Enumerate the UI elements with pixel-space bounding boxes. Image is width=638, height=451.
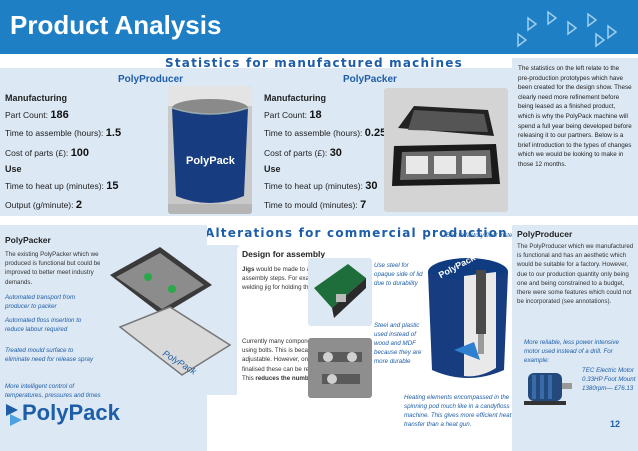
design-jigs-text: Jigs would be made to aid all welding an… bbox=[242, 266, 361, 292]
pk-use-heading: Use bbox=[264, 164, 281, 174]
bolts-photo bbox=[308, 338, 372, 398]
polyproducer-cutaway-photo: PolyPack bbox=[428, 252, 508, 378]
note-floss-insertion: Automated floss insertion to reduce labo… bbox=[5, 317, 82, 333]
pk-part-count: Part Count: 18 bbox=[264, 109, 322, 121]
motor-spec: TEC Electric Motor 0.33HP Foot Mount 138… bbox=[582, 367, 636, 392]
polyproducer-stats-title: PolyProducer bbox=[118, 74, 184, 85]
pk-assemble-time: Time to assemble (hours): 0.25 bbox=[264, 127, 387, 139]
pk-heat-time: Time to heat up (minutes): 30 bbox=[264, 180, 378, 192]
pk-cost: Cost of parts (£): 30 bbox=[264, 147, 342, 159]
polyproducer-alterations-panel: PolyProducer The PolyProducer which we m… bbox=[512, 225, 638, 451]
note-steel-plastic: Steel and plastic used instead of wood a… bbox=[374, 322, 422, 365]
note-automated-transport: Automated transport from producer to pac… bbox=[5, 294, 76, 310]
polyproducer-photo: PolyPack bbox=[168, 86, 252, 214]
design-title: Design for assembly bbox=[242, 249, 326, 259]
polypacker-alterations-panel: PolyPacker The existing PolyPacker which… bbox=[0, 225, 240, 451]
page-title: Product Analysis bbox=[10, 10, 222, 40]
pk-mould-time: Time to mould (minutes): 7 bbox=[264, 199, 367, 211]
page-number: 12 bbox=[609, 419, 620, 429]
svg-text:PolyPack: PolyPack bbox=[186, 155, 236, 167]
header-bar: Product Analysis bbox=[0, 0, 638, 54]
stats-panel: PolyProducer Manufacturing Part Count: 1… bbox=[0, 68, 512, 216]
polypacker-photo bbox=[384, 88, 508, 212]
polypacker-open-photo: PolyPack bbox=[100, 245, 240, 395]
pp-cost: Cost of parts (£): 100 bbox=[5, 147, 90, 159]
pp-heat-time: Time to heat up (minutes): 15 bbox=[5, 180, 119, 192]
note-bolt-floor: Bolt to factory floor instead of using b… bbox=[446, 232, 561, 239]
pk-manufacturing-heading: Manufacturing bbox=[264, 93, 326, 103]
stats-explanation-text: The statistics on the left relate to the… bbox=[518, 65, 632, 168]
note-steel-lid: Use steel for opaque side of lid due to … bbox=[374, 262, 423, 287]
note-heating-elements: Heating elements encompassed in the spin… bbox=[404, 394, 512, 428]
pp-use-heading: Use bbox=[5, 164, 22, 174]
decorative-arrows-icon bbox=[517, 10, 618, 48]
polyproducer-alt-title: PolyProducer bbox=[517, 229, 573, 239]
pp-part-count: Part Count: 186 bbox=[5, 109, 69, 121]
polypacker-alt-title: PolyPacker bbox=[5, 235, 51, 245]
polypacker-stats-title: PolyPacker bbox=[343, 74, 397, 85]
electric-motor-photo bbox=[524, 373, 572, 405]
pp-manufacturing-heading: Manufacturing bbox=[5, 93, 67, 103]
polypack-logo-icon bbox=[6, 404, 22, 426]
polypacker-intro: The existing PolyPacker which we have pr… bbox=[5, 251, 114, 286]
stats-section-title: Statistics for manufactured machines bbox=[165, 56, 463, 70]
stats-explanation-panel: The statistics on the left relate to the… bbox=[512, 58, 638, 216]
alterations-section-title: Alterations for commercial production bbox=[205, 226, 508, 240]
polypack-logo-text: PolyPack bbox=[22, 400, 120, 425]
welding-jig-photo bbox=[308, 258, 372, 326]
pp-output: Output (g/minute): 2 bbox=[5, 199, 83, 211]
note-intelligent-control: More intelligent control of temperatures… bbox=[5, 383, 101, 399]
pp-assemble-time: Time to assemble (hours): 1.5 bbox=[5, 127, 122, 139]
polyproducer-alt-text: The PolyProducer which we manufactured i… bbox=[517, 243, 634, 306]
note-motor: More reliable, less power intensive moto… bbox=[524, 339, 619, 364]
note-mould-surface: Treated mould surface to eliminate need … bbox=[5, 347, 94, 363]
